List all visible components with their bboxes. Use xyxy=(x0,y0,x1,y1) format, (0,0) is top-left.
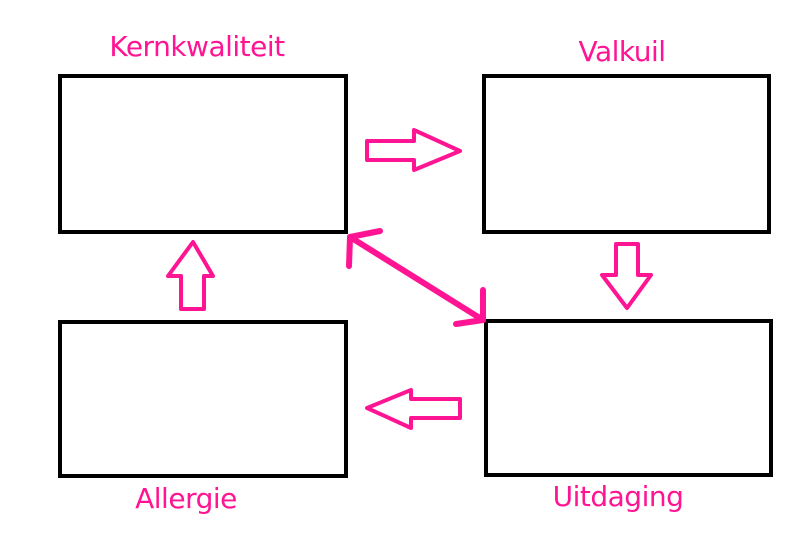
box-valkuil xyxy=(482,74,771,234)
double-arrow-icon xyxy=(346,228,486,327)
box-allergie xyxy=(58,320,348,478)
box-kernkwaliteit xyxy=(58,74,348,234)
box-uitdaging xyxy=(484,319,773,477)
label-uitdaging: Uitdaging xyxy=(552,480,684,513)
arrow-up-icon xyxy=(166,240,215,311)
label-valkuil: Valkuil xyxy=(578,35,666,68)
arrow-left-icon xyxy=(365,388,462,430)
label-allergie: Allergie xyxy=(135,482,237,515)
arrow-right-icon xyxy=(365,128,462,172)
label-kernkwaliteit: Kernkwaliteit xyxy=(109,30,285,63)
arrow-down-icon xyxy=(600,242,653,310)
